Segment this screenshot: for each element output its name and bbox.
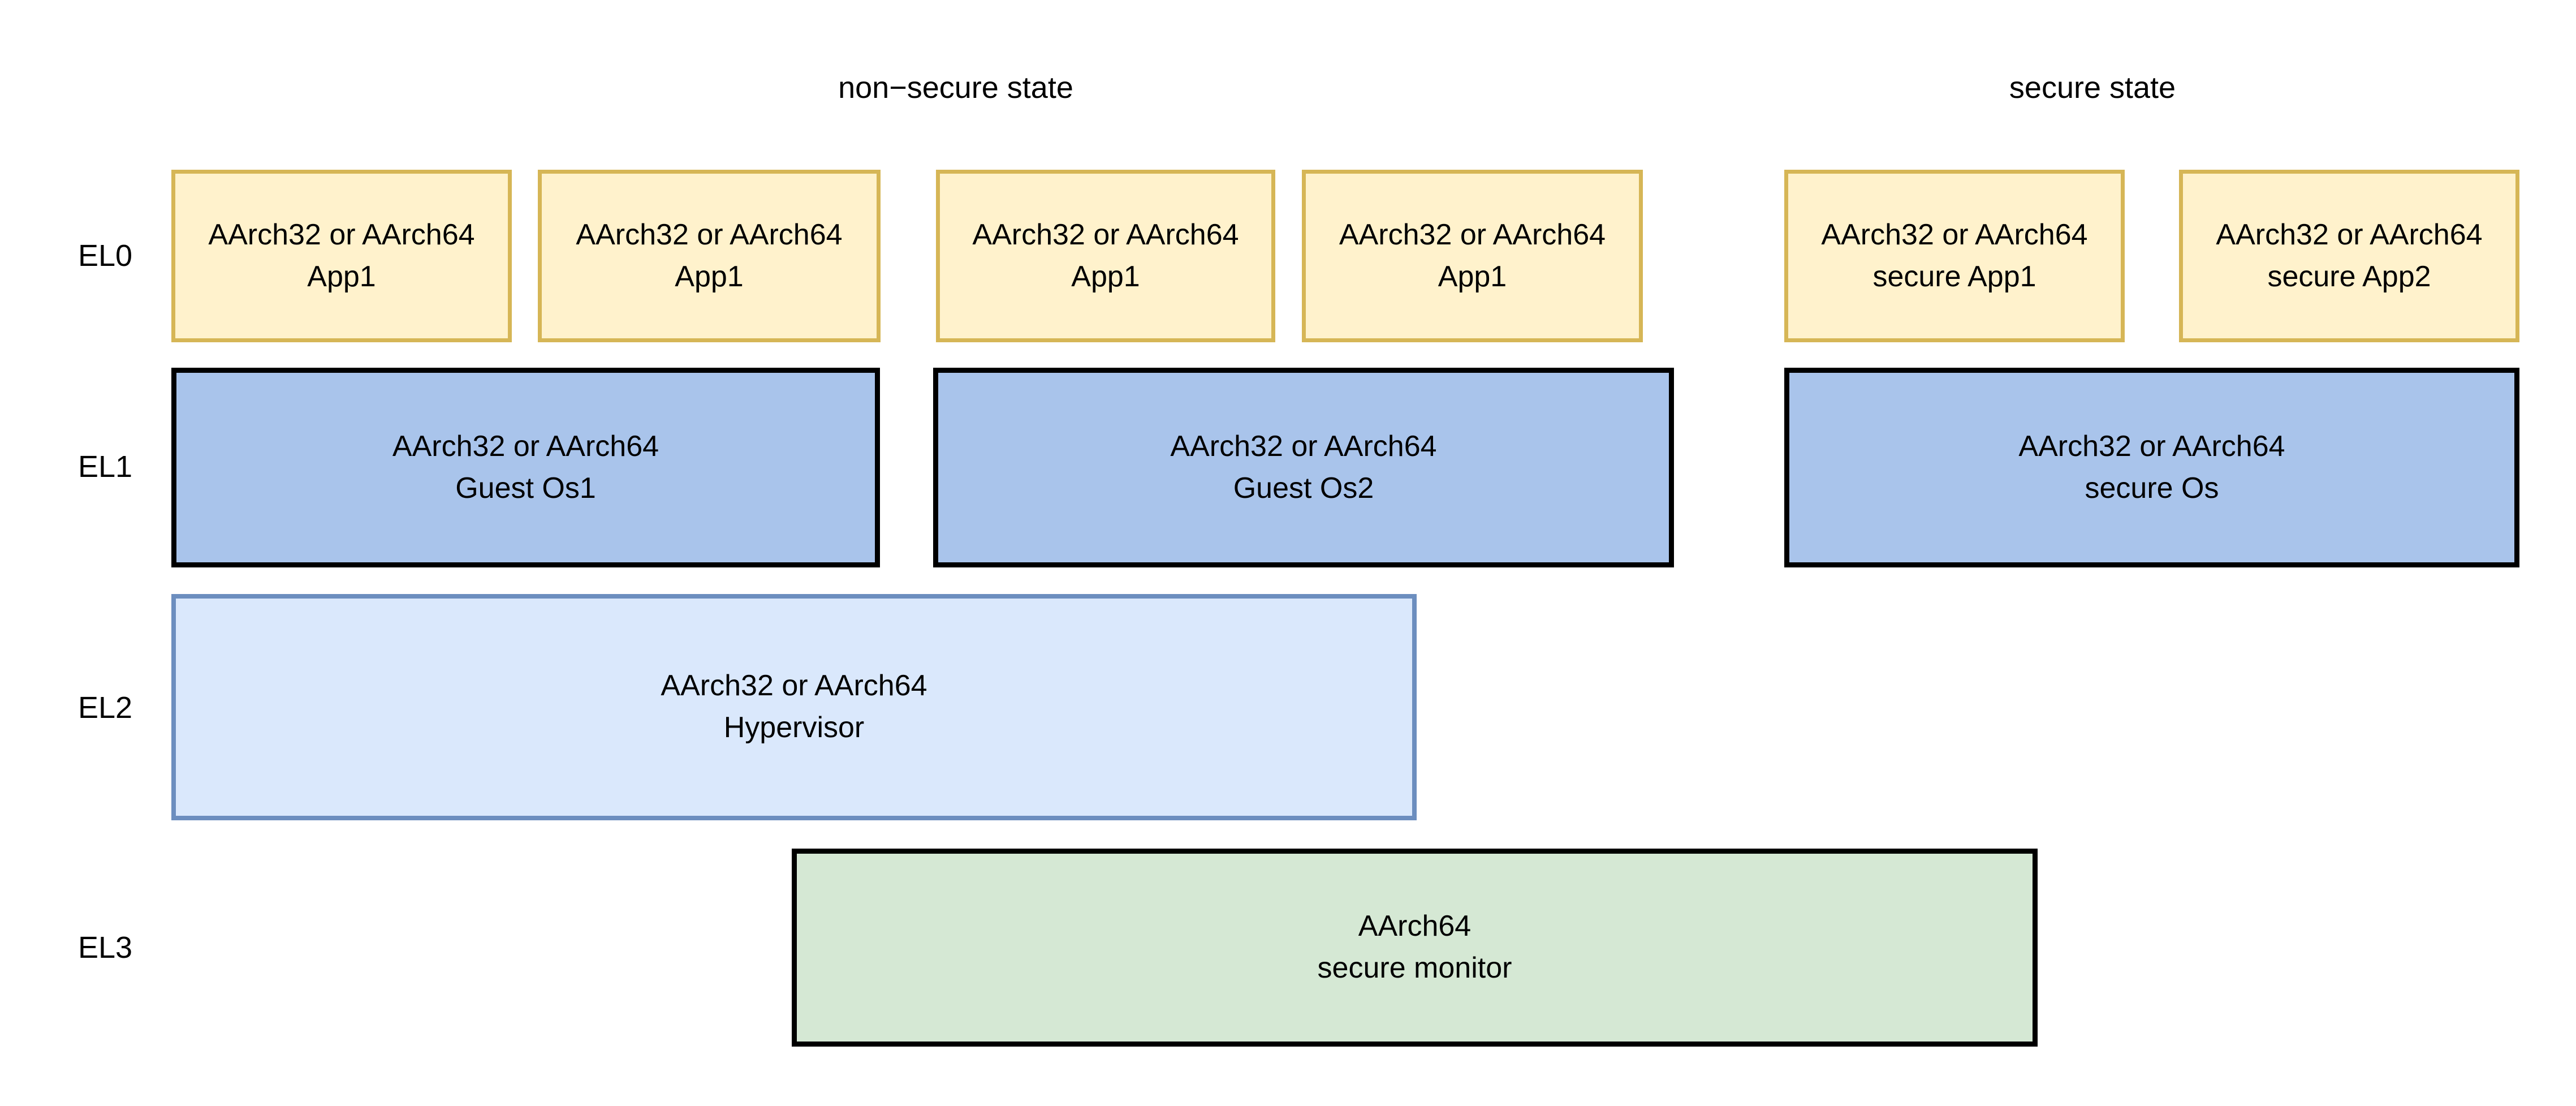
- box-line-1: AArch32 or AArch64: [1339, 218, 1606, 251]
- box-line-1: AArch32 or AArch64: [2018, 429, 2285, 463]
- box-line-2: Guest Os2: [1233, 471, 1374, 505]
- box-line-2: App1: [675, 260, 744, 293]
- el0-app-box-3[interactable]: AArch32 or AArch64 App1: [936, 170, 1275, 342]
- box-line-1: AArch32 or AArch64: [661, 669, 927, 703]
- exception-level-label-el1: EL1: [78, 450, 133, 484]
- box-line-2: Guest Os1: [455, 471, 596, 505]
- box-line-1: AArch32 or AArch64: [392, 429, 659, 463]
- el3-secure-monitor-box[interactable]: AArch64 secure monitor: [792, 849, 2038, 1047]
- el1-guest-os1-box[interactable]: AArch32 or AArch64 Guest Os1: [171, 368, 880, 567]
- exception-level-label-el2: EL2: [78, 691, 133, 725]
- exception-level-label-el3: EL3: [78, 931, 133, 965]
- el0-app-box-4[interactable]: AArch32 or AArch64 App1: [1302, 170, 1643, 342]
- el0-secure-app-box-2[interactable]: AArch32 or AArch64 secure App2: [2179, 170, 2519, 342]
- box-line-2: App1: [1071, 260, 1140, 293]
- el0-app-box-1[interactable]: AArch32 or AArch64 App1: [171, 170, 512, 342]
- box-line-1: AArch32 or AArch64: [2216, 218, 2483, 251]
- box-line-1: AArch64: [1358, 910, 1472, 943]
- box-line-2: secure Os: [2085, 471, 2219, 505]
- box-line-2: secure App1: [1872, 260, 2036, 293]
- el2-hypervisor-box[interactable]: AArch32 or AArch64 Hypervisor: [171, 594, 1417, 820]
- box-line-2: Hypervisor: [723, 711, 865, 744]
- box-line-1: AArch32 or AArch64: [1170, 429, 1437, 463]
- exception-level-label-el0: EL0: [78, 239, 133, 273]
- box-line-2: App1: [307, 260, 376, 293]
- header-non-secure-state: non−secure state: [838, 71, 1073, 105]
- box-line-1: AArch32 or AArch64: [208, 218, 475, 251]
- el0-app-box-2[interactable]: AArch32 or AArch64 App1: [538, 170, 881, 342]
- header-secure-state: secure state: [2009, 71, 2176, 105]
- box-line-2: secure App2: [2267, 260, 2431, 293]
- box-line-1: AArch32 or AArch64: [1821, 218, 2088, 251]
- el0-secure-app-box-1[interactable]: AArch32 or AArch64 secure App1: [1784, 170, 2125, 342]
- box-line-1: AArch32 or AArch64: [576, 218, 843, 251]
- box-line-2: secure monitor: [1317, 952, 1512, 984]
- box-line-1: AArch32 or AArch64: [972, 218, 1239, 251]
- el1-secure-os-box[interactable]: AArch32 or AArch64 secure Os: [1784, 368, 2519, 567]
- el1-guest-os2-box[interactable]: AArch32 or AArch64 Guest Os2: [933, 368, 1674, 567]
- box-line-2: App1: [1438, 260, 1507, 293]
